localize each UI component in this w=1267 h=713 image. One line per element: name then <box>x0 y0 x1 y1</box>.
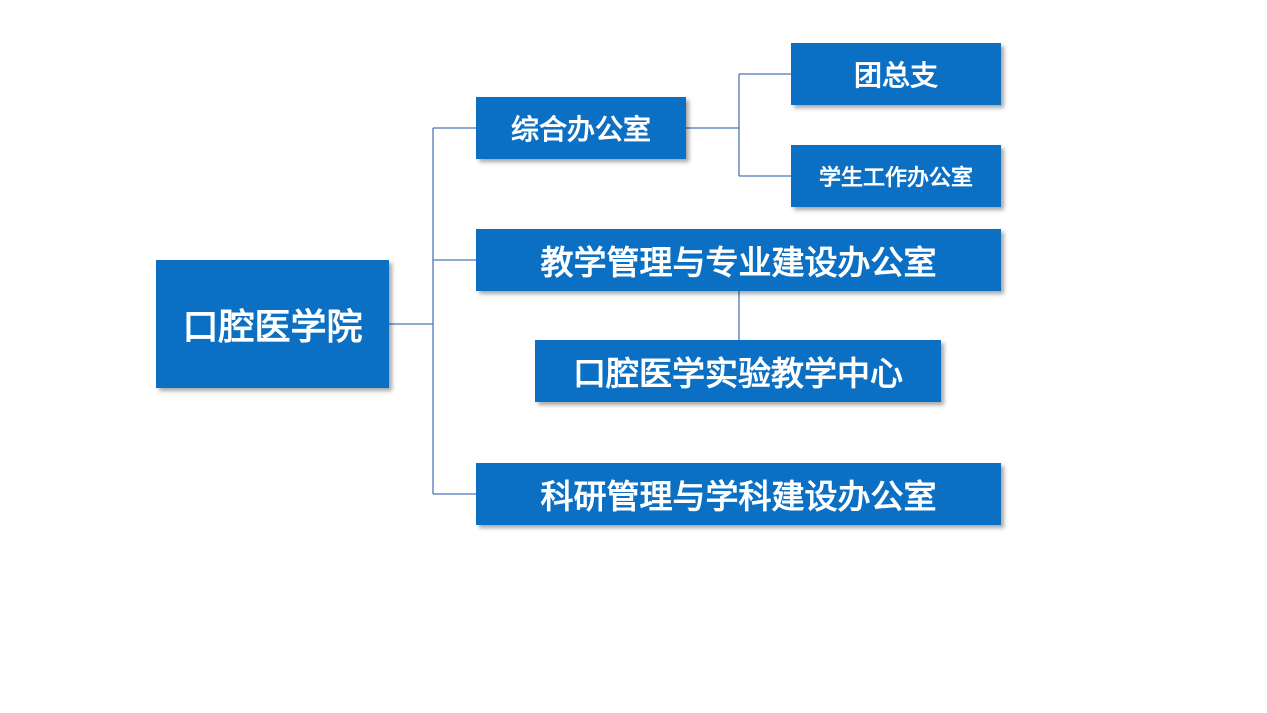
node-label: 口腔医学实验教学中心 <box>573 354 903 393</box>
node-teaching-management-office: 教学管理与专业建设办公室 <box>476 229 1001 291</box>
node-label: 综合办公室 <box>510 113 651 146</box>
node-label: 团总支 <box>853 59 938 92</box>
node-label: 教学管理与专业建设办公室 <box>540 243 937 282</box>
node-student-affairs-office: 学生工作办公室 <box>791 145 1001 207</box>
node-label: 学生工作办公室 <box>818 166 973 191</box>
node-label: 科研管理与学科建设办公室 <box>540 477 937 516</box>
node-school-of-stomatology: 口腔医学院 <box>156 260 389 388</box>
node-general-office: 综合办公室 <box>476 97 686 159</box>
node-label: 口腔医学院 <box>182 307 363 348</box>
node-league-branch: 团总支 <box>791 43 1001 105</box>
node-research-management-office: 科研管理与学科建设办公室 <box>476 463 1001 525</box>
node-experimental-teaching-center: 口腔医学实验教学中心 <box>535 340 941 402</box>
